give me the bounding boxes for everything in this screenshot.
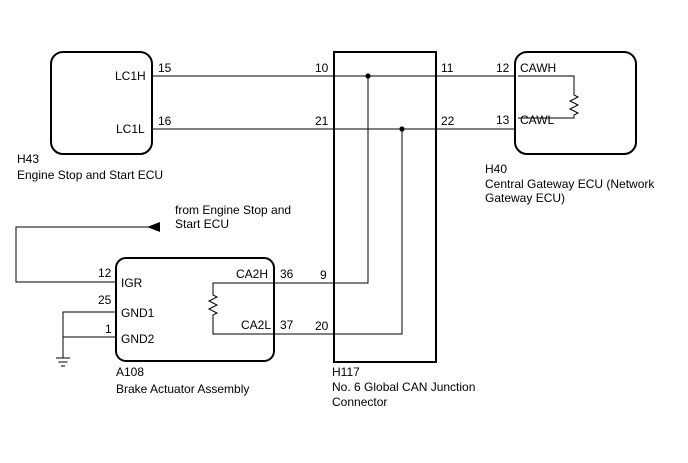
a108-actuator-box <box>115 257 275 362</box>
pin-number: 10 <box>315 61 329 75</box>
a108-code: A108 <box>116 365 144 379</box>
pin-name-gnd1: GND1 <box>121 306 155 320</box>
pin-number: 25 <box>98 293 112 307</box>
igr-source-annotation-line2: Start ECU <box>175 217 229 231</box>
pin-number: 15 <box>158 61 172 75</box>
ground-symbol-icon <box>56 357 70 367</box>
pin-name-cawh: CAWH <box>520 61 556 75</box>
pin-number: 12 <box>98 266 112 280</box>
pin-number: 12 <box>496 61 510 75</box>
pin-number: 16 <box>158 114 172 128</box>
junction-drop-high <box>274 76 369 284</box>
pin-number: 13 <box>496 113 510 127</box>
pin-number: 11 <box>441 61 454 75</box>
pin-name-cawl: CAWL <box>520 113 555 127</box>
pin-number: 1 <box>105 322 112 336</box>
pin-number: 36 <box>280 267 294 281</box>
a108-name: Brake Actuator Assembly <box>116 382 249 396</box>
ground-wire-gnd1 <box>62 311 116 358</box>
pin-number: 21 <box>315 114 329 128</box>
h43-code: H43 <box>17 152 39 166</box>
pin-name-ca2l: CA2L <box>241 318 271 332</box>
pin-number: 9 <box>320 268 327 282</box>
pin-name-ca2h: CA2H <box>236 267 268 281</box>
gateway-termination-resistor <box>518 75 580 119</box>
h40-gateway-box <box>514 51 637 155</box>
arrow-left-icon <box>147 222 160 232</box>
pin-name-igr: IGR <box>121 276 143 290</box>
pin-name-lc1h: LC1H <box>115 69 146 83</box>
actuator-termination-resistor <box>207 282 274 335</box>
h43-ecu-box <box>50 51 153 155</box>
igr-feed-wire <box>15 226 160 283</box>
h117-code: H117 <box>332 365 360 379</box>
pin-number: 37 <box>280 318 294 332</box>
igr-source-annotation-line1: from Engine Stop and <box>175 203 291 217</box>
pin-number: 20 <box>315 319 329 333</box>
h40-name-line2: Gateway ECU) <box>485 191 565 205</box>
junction-drop-low <box>274 129 403 335</box>
pin-number: 22 <box>441 114 455 128</box>
h40-code: H40 <box>485 162 507 176</box>
h43-name: Engine Stop and Start ECU <box>17 168 163 182</box>
h117-junction-box <box>333 51 437 363</box>
h40-name-line1: Central Gateway ECU (Network <box>485 177 655 191</box>
h117-name-line1: No. 6 Global CAN Junction <box>332 380 475 394</box>
pin-name-lc1l: LC1L <box>116 122 145 136</box>
pin-name-gnd2: GND2 <box>121 332 155 346</box>
h117-name-line2: Connector <box>332 395 387 409</box>
